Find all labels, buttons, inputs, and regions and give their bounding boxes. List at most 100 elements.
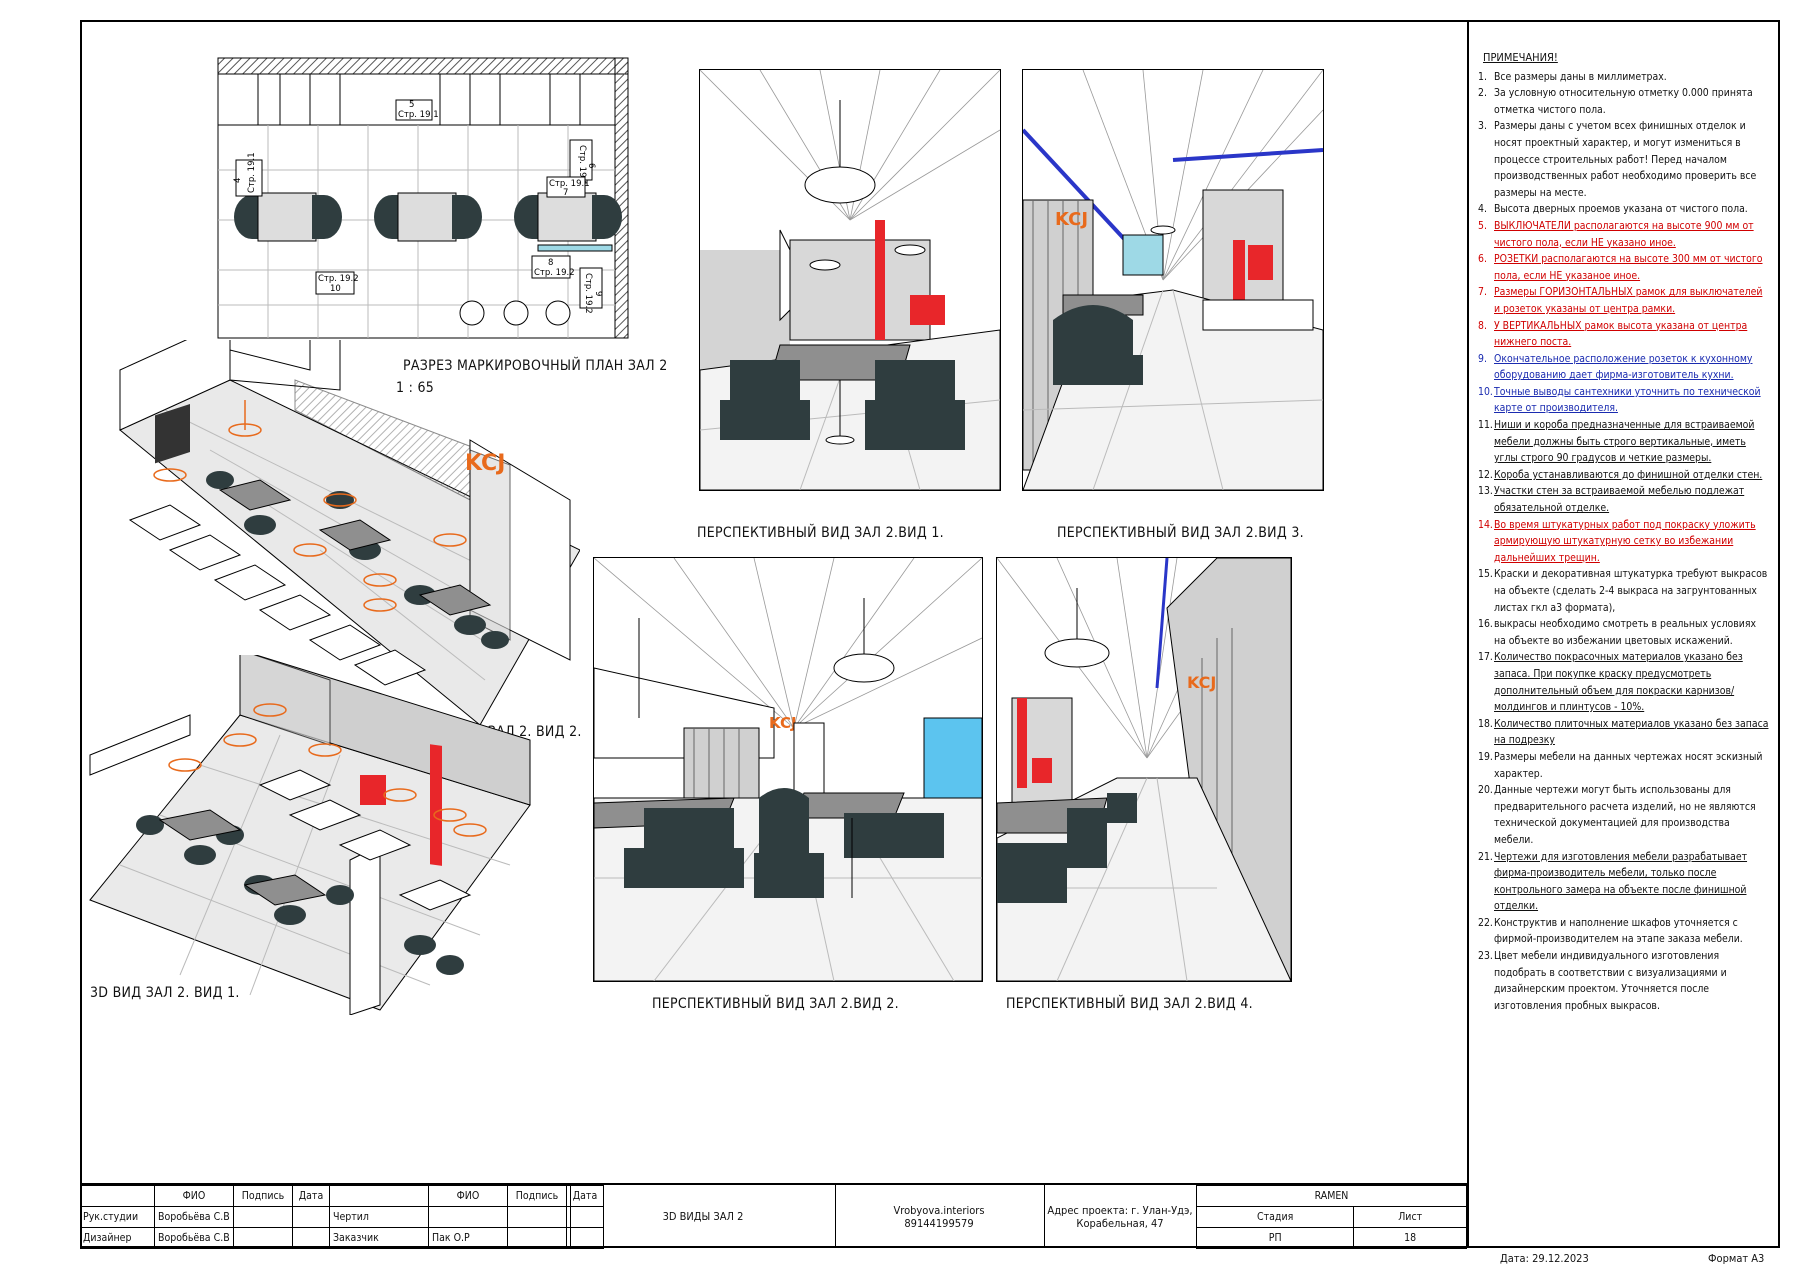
tb-role: Заказчик	[329, 1227, 429, 1249]
plan-marker-num: 6	[586, 163, 596, 168]
note-item: 22.Конструктив и наполнение шкафов уточн…	[1478, 915, 1770, 948]
note-item: 12.Короба устанавливаются до финишной от…	[1478, 467, 1770, 484]
note-number: 20.	[1478, 784, 1493, 797]
note-text: Во время штукатурных работ под покраску …	[1494, 518, 1756, 564]
plan-marker-ref: Стр. 19.1	[549, 179, 590, 189]
note-item: 13.Участки стен за встраиваемой мебелью …	[1478, 483, 1770, 516]
tb-sheet-title: 3D ВИДЫ ЗАЛ 2	[570, 1185, 836, 1248]
tb-role: Рук.студии	[80, 1206, 155, 1228]
note-text: Краски и декоративная штукатурка требуют…	[1494, 568, 1768, 614]
note-text: Высота дверных проемов указана от чистог…	[1494, 203, 1748, 216]
tb-studio: Vrobyova.interiors	[893, 1203, 985, 1217]
tb-sheet-label: Лист	[1353, 1206, 1467, 1228]
footer-date: Дата: 29.12.2023	[1500, 1252, 1589, 1265]
plan-title: РАЗРЕЗ МАРКИРОВОЧНЫЙ ПЛАН ЗАЛ 2	[403, 358, 668, 374]
note-text: Размеры мебели на данных чертежах носят …	[1494, 750, 1763, 780]
plan-marker-ref: Стр. 19.1	[577, 145, 587, 186]
tb-name: Воробьёва С.В	[154, 1227, 234, 1249]
note-number: 17.	[1478, 651, 1493, 664]
title-block: ФИО Подпись Дата ФИО Подпись Дата Рук.ст…	[80, 1183, 1467, 1250]
note-text: Участки стен за встраиваемой мебелью под…	[1494, 485, 1745, 515]
note-number: 23.	[1478, 950, 1493, 963]
note-number: 11.	[1478, 419, 1493, 432]
iso2-logo: KCJ	[465, 451, 505, 476]
tb-address-line1: Адрес проекта: г. Улан-Удэ,	[1047, 1203, 1193, 1217]
note-text: Конструктив и наполнение шкафов уточняет…	[1494, 916, 1743, 946]
perspective-view-1	[699, 69, 1001, 491]
note-item: 1. Все размеры даны в миллиметрах.	[1478, 69, 1770, 86]
iso-view-1-caption: 3D ВИД ЗАЛ 2. ВИД 1.	[90, 985, 240, 1001]
tb-col-sign: Подпись	[507, 1185, 567, 1207]
note-text: У ВЕРТИКАЛЬНЫХ рамок высота указана от ц…	[1494, 319, 1748, 349]
note-item: 7.Размеры ГОРИЗОНТАЛЬНЫХ рамок для выклю…	[1478, 284, 1770, 317]
tb-name: Пак О.Р	[428, 1227, 508, 1249]
tb-address-line2: Корабельная, 47	[1076, 1216, 1164, 1230]
note-item: 4. Высота дверных проемов указана от чист…	[1478, 201, 1770, 218]
plan-marker-num: 9	[593, 291, 603, 296]
plan-marker-ref: Стр. 19.1	[247, 152, 257, 193]
perspective-view-1-caption: ПЕРСПЕКТИВНЫЙ ВИД ЗАЛ 2.ВИД 1.	[697, 525, 944, 541]
note-number: 21.	[1478, 850, 1493, 863]
note-number: 12.	[1478, 468, 1493, 481]
note-text: Все размеры даны в миллиметрах.	[1494, 70, 1667, 83]
note-text: ВЫКЛЮЧАТЕЛИ располагаются на высоте 900 …	[1494, 219, 1754, 249]
note-item: 8. У ВЕРТИКАЛЬНЫХ рамок высота указана от…	[1478, 318, 1770, 351]
note-number: 5.	[1478, 219, 1487, 232]
plan-marker-num: 8	[548, 258, 553, 268]
note-text: Размеры ГОРИЗОНТАЛЬНЫХ рамок для выключа…	[1494, 286, 1763, 315]
tb-role: Дизайнер	[80, 1227, 155, 1249]
note-number: 22.	[1478, 916, 1493, 929]
view4-logo: KCJ	[1187, 673, 1216, 692]
perspective-view-4-caption: ПЕРСПЕКТИВНЫЙ ВИД ЗАЛ 2.ВИД 4.	[1006, 996, 1253, 1012]
note-text: Короба устанавливаются до финишной отдел…	[1494, 468, 1763, 481]
note-number: 1.	[1478, 70, 1487, 83]
note-item: 3.Размеры даны с учетом всех финишных от…	[1478, 118, 1770, 201]
note-text: За условную относительную отметку 0.000 …	[1494, 87, 1753, 116]
plan-marker-num: 5	[409, 100, 414, 110]
notes-panel-frame	[1467, 20, 1782, 1248]
note-item: 6. РОЗЕТКИ располагаются на высоте 300 мм…	[1478, 251, 1770, 284]
note-text: Количество плиточных материалов указано …	[1494, 717, 1769, 747]
note-item: 23.Цвет мебели индивидуального изготовле…	[1478, 948, 1770, 1014]
note-item: 10.Точные выводы сантехники уточнить по …	[1478, 384, 1770, 417]
plan-marker-ref: Стр. 19.2	[318, 274, 359, 284]
iso-view-2: KCJ	[119, 340, 580, 726]
note-text: Ниши и короба предназначенные для встраи…	[1494, 419, 1755, 465]
note-text: Количество покрасочных материалов указан…	[1494, 651, 1743, 714]
note-number: 16.	[1478, 618, 1493, 631]
note-number: 13.	[1478, 485, 1493, 498]
note-text: Окончательное расположение розеток к кух…	[1494, 352, 1753, 382]
note-number: 15.	[1478, 568, 1493, 581]
note-item: 20.Данные чертежи могут быть использован…	[1478, 782, 1770, 848]
note-number: 19.	[1478, 750, 1493, 763]
tb-role: Чертил	[329, 1206, 429, 1228]
marking-plan: 5 Стр. 19.1 4 Стр. 19.1 Стр. 19.1 6 Стр.…	[217, 57, 629, 339]
notes-list: 1.Все размеры даны в миллиметрах.2.За ус…	[1478, 69, 1770, 1015]
perspective-view-3-caption: ПЕРСПЕКТИВНЫЙ ВИД ЗАЛ 2.ВИД 3.	[1057, 525, 1304, 541]
note-number: 8.	[1478, 319, 1487, 332]
note-text: РОЗЕТКИ располагаются на высоте 300 мм о…	[1494, 253, 1763, 282]
tb-col-fio: ФИО	[154, 1185, 234, 1207]
note-number: 18.	[1478, 717, 1493, 730]
plan-scale: 1 : 65	[396, 380, 435, 396]
note-number: 4.	[1478, 203, 1487, 216]
notes-heading: ПРИМЕЧАНИЯ!	[1483, 51, 1558, 64]
tb-stage-label: Стадия	[1195, 1206, 1355, 1228]
note-number: 14.	[1478, 518, 1493, 531]
tb-project: RAMEN	[1196, 1185, 1467, 1207]
tb-col-date: Дата	[292, 1185, 330, 1207]
note-item: 16.выкрасы необходимо смотреть в реальны…	[1478, 616, 1770, 649]
note-text: Размеры даны с учетом всех финишных отде…	[1494, 120, 1757, 199]
tb-sheet-num: 18	[1353, 1227, 1467, 1249]
note-number: 10.	[1478, 385, 1493, 398]
perspective-view-4: KCJ	[996, 557, 1292, 982]
drawing-sheet-frame	[80, 20, 1780, 1248]
note-number: 6.	[1478, 253, 1487, 266]
plan-marker-num: 7	[563, 188, 568, 198]
footer-format: Формат А3	[1708, 1252, 1765, 1265]
note-number: 9.	[1478, 352, 1487, 365]
plan-marker-num: 4	[233, 178, 243, 183]
tb-col-sign: Подпись	[233, 1185, 293, 1207]
note-item: 15.Краски и декоративная штукатурка треб…	[1478, 566, 1770, 616]
perspective-view-2: KCJ	[593, 557, 983, 982]
